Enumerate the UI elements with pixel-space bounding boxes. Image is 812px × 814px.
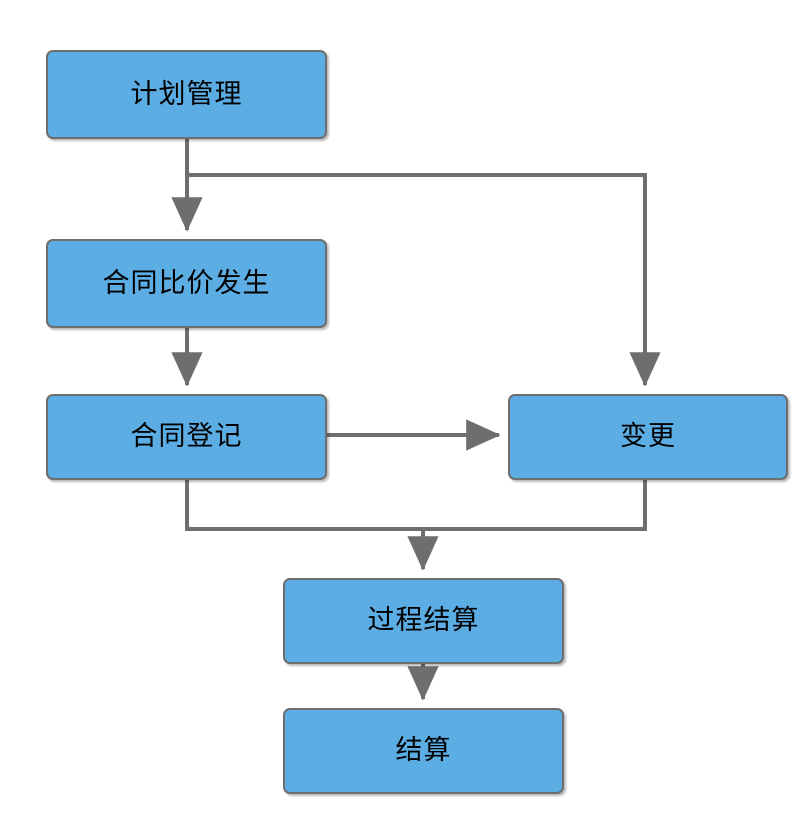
node-progress-settlement-label: 过程结算 [367,605,480,637]
edge-change-to-progress [407,480,647,571]
node-contract-register-label: 合同登记 [130,421,243,453]
node-contract-register[interactable]: 合同登记 [46,394,327,480]
node-contract-bidding-label: 合同比价发生 [102,267,271,299]
node-plan-label: 计划管理 [130,78,243,110]
node-contract-bidding[interactable]: 合同比价发生 [46,239,327,328]
node-settlement-label: 结算 [395,735,452,767]
node-plan[interactable]: 计划管理 [46,50,327,139]
node-progress-settlement[interactable]: 过程结算 [283,578,564,664]
edge-register-to-progress [185,480,423,531]
node-settlement[interactable]: 结算 [283,708,564,794]
node-change-label: 变更 [620,421,676,453]
node-change[interactable]: 变更 [508,394,788,480]
edge-plan-to-change [187,173,661,387]
